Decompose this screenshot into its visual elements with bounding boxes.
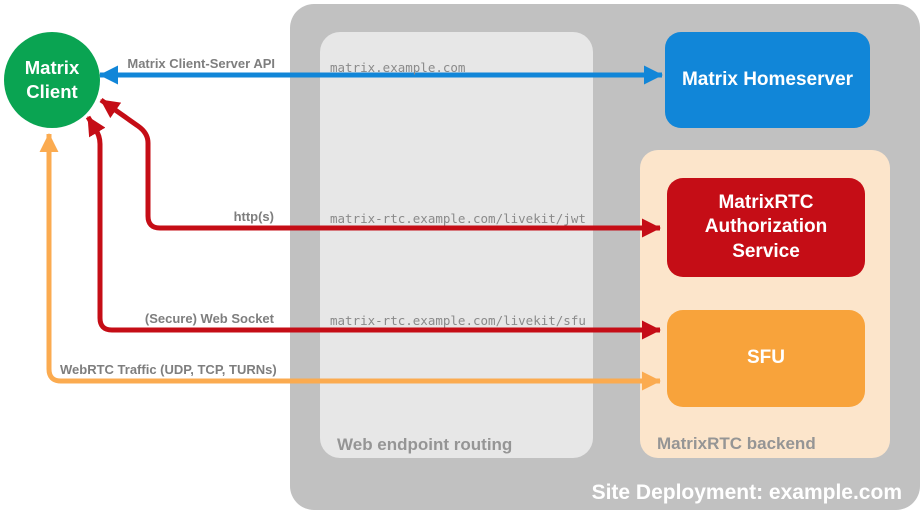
matrix-client-label-line2: Client: [26, 81, 78, 102]
https-label: http(s): [233, 209, 274, 224]
client-server-api-label: Matrix Client-Server API: [127, 56, 275, 71]
matrix-client-node: Matrix Client: [4, 32, 100, 128]
arrow-https-to-auth: [99, 97, 661, 238]
matrix-homeserver-label: Matrix Homeserver: [681, 68, 854, 90]
webrtc-traffic-label: WebRTC Traffic (UDP, TCP, TURNs): [60, 362, 277, 377]
matrix-client-label-line1: Matrix: [24, 56, 80, 78]
websocket-label: (Secure) Web Socket: [144, 311, 274, 326]
arrow-webrtc-traffic: [39, 133, 661, 391]
matrix-homeserver-node: Matrix Homeserver: [665, 32, 870, 128]
matrixrtc-authorization-service-label: MatrixRTC Authorization Service: [704, 192, 828, 262]
endpoint-livekit-sfu: matrix-rtc.example.com/livekit/sfu: [330, 313, 586, 328]
matrixrtc-backend-caption: MatrixRTC backend: [657, 434, 816, 453]
web-endpoint-routing-caption: Web endpoint routing: [337, 435, 513, 454]
endpoint-matrix-example-com: matrix.example.com: [330, 60, 466, 75]
sfu-label: SFU: [747, 347, 785, 369]
site-deployment-caption: Site Deployment: example.com: [591, 481, 902, 504]
matrixrtc-authorization-service-node: MatrixRTC Authorization Service: [667, 178, 865, 277]
sfu-node: SFU: [667, 310, 865, 407]
endpoint-livekit-jwt: matrix-rtc.example.com/livekit/jwt: [330, 211, 586, 226]
